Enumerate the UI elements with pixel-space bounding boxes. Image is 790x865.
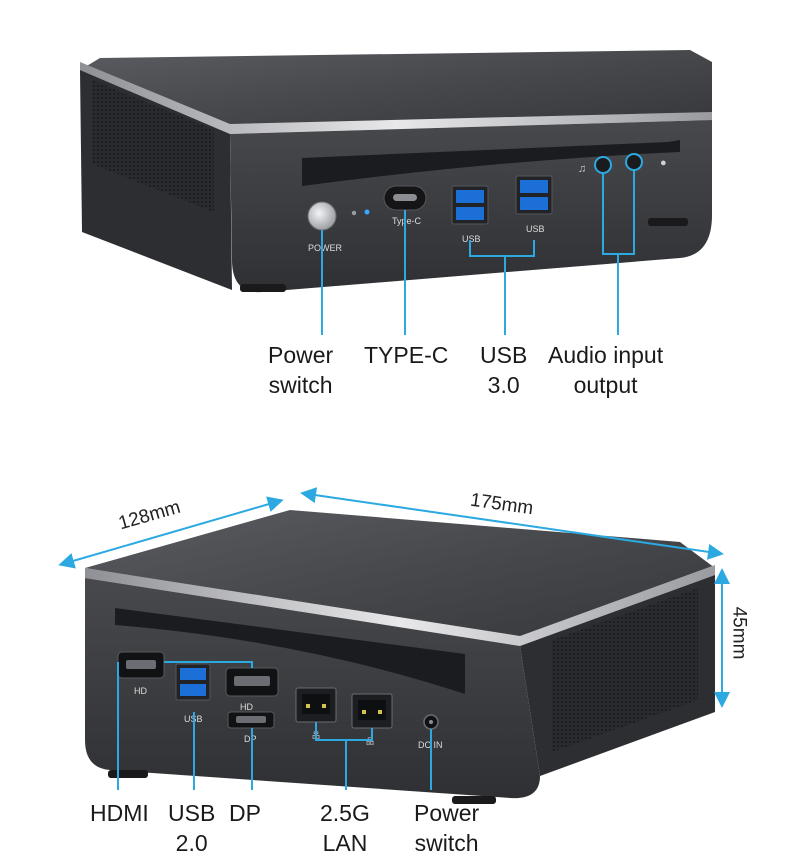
- usb-port-slot: [456, 190, 484, 203]
- power-text: POWER: [308, 243, 343, 253]
- hdmi-port-inner: [126, 660, 156, 669]
- usb-port-slot: [520, 180, 548, 193]
- dimension-arrows: [58, 487, 730, 708]
- hd-text: HD: [240, 702, 253, 712]
- led: [364, 209, 370, 215]
- rear-device: HD USB HD DP 品 品 DC IN: [85, 510, 715, 804]
- rear-dp-label: DP: [229, 800, 261, 826]
- foot: [240, 284, 286, 292]
- microphone-icon: ●: [660, 157, 667, 169]
- lan-port-inner: [358, 700, 386, 720]
- front-callout-lines: [321, 170, 635, 335]
- typec-port-inner: [393, 194, 417, 201]
- length-arrow: [300, 487, 724, 560]
- power-button[interactable]: [307, 201, 337, 231]
- hdmi-port-inner: [234, 676, 270, 686]
- front-device: POWER Type-C USB USB ♫ ●: [80, 50, 712, 293]
- usb-port-slot: [520, 197, 548, 210]
- vent-mesh: [552, 588, 698, 752]
- front-typec-label: TYPE-C: [364, 342, 449, 368]
- audio-jack[interactable]: [594, 156, 612, 174]
- dp-text: DP: [244, 734, 257, 744]
- usb-port-slot: [180, 668, 206, 680]
- height-dimension-label: 45mm: [728, 606, 750, 660]
- rear-slot: [115, 608, 465, 694]
- foot: [108, 770, 148, 778]
- vent-mesh: [92, 80, 214, 212]
- foot: [648, 218, 688, 226]
- led: [351, 210, 357, 216]
- dp-port-inner: [236, 716, 266, 723]
- front-device-top-surface: [80, 50, 712, 128]
- usb-text: USB: [462, 234, 481, 244]
- rear-callout-lines: [117, 661, 432, 790]
- lan-port-inner: [302, 694, 330, 714]
- rear-hdmi-label: HDMI: [90, 800, 149, 826]
- hd-text: HD: [134, 686, 147, 696]
- usb-port-slot: [180, 684, 206, 696]
- front-device-silver-edge: [80, 62, 712, 134]
- width-arrow: [58, 496, 284, 569]
- network-icon: 品: [366, 737, 374, 746]
- front-slot: [302, 140, 680, 186]
- typec-text: Type-C: [392, 216, 422, 226]
- foot: [452, 796, 496, 804]
- headphone-icon: ♫: [578, 163, 586, 175]
- usb-text: USB: [526, 224, 545, 234]
- rear-device-silver-edge: [85, 565, 715, 646]
- usb-port-slot: [456, 207, 484, 220]
- audio-jack[interactable]: [625, 153, 643, 171]
